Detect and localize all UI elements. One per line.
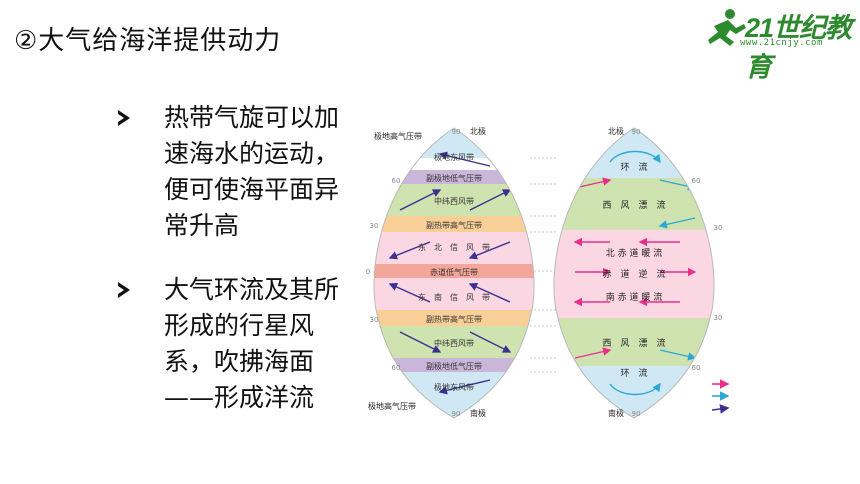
arrow-bullet-icon xyxy=(118,110,130,126)
bullet-list: 热带气旋可以加速海水的运动，便可使海平面异常升高 大气环流及其所形成的行星风系，… xyxy=(118,100,348,416)
current-label: 环 流 xyxy=(620,367,647,379)
current-label: 南 赤 道 暖 流 xyxy=(606,291,662,303)
lat-label: 90 xyxy=(452,128,461,136)
top-high-label: 极地高气压带 xyxy=(374,131,422,141)
right-globe xyxy=(553,128,715,418)
band-label: 副极地低气压带 xyxy=(426,361,482,371)
north-pole-label: 北极 xyxy=(608,126,624,136)
logo-runner-icon xyxy=(708,9,746,46)
current-label: 西 风 漂 流 xyxy=(602,199,665,211)
lat-label: 90 xyxy=(632,128,641,136)
slide-title: ②大气给海洋提供动力 xyxy=(14,26,282,56)
band-label: 极地东风带 xyxy=(434,382,474,392)
bullet-text: 热带气旋可以加速海水的运动，便可使海平面异常升高 xyxy=(164,103,340,240)
logo-brand: 21世纪教育 xyxy=(745,13,852,82)
band-label: 副热带高气压带 xyxy=(426,314,482,324)
current-label: 环 流 xyxy=(620,161,647,173)
bottom-high-label: 极地高气压带 xyxy=(368,401,416,411)
lat-label: 30 xyxy=(370,316,379,324)
band-label: 副热带高气压带 xyxy=(426,220,482,230)
band-label: 中纬西风带 xyxy=(434,338,474,348)
bullet-text: 大气环流及其所形成的行星风系，吹拂海面——形成洋流 xyxy=(164,275,340,412)
logo-url: www.21cnjy.com xyxy=(740,38,823,48)
lat-label: 60 xyxy=(692,177,701,185)
wind-legend-icon xyxy=(711,404,730,414)
legend xyxy=(711,379,730,414)
current-label: 赤 道 逆 流 xyxy=(602,268,665,280)
bullet-item: 大气环流及其所形成的行星风系，吹拂海面——形成洋流 xyxy=(118,272,348,416)
lat-label: 30 xyxy=(714,224,723,232)
band-label: 中纬西风带 xyxy=(434,196,474,206)
lat-label: 0 xyxy=(366,268,370,276)
band-label: 东 北 信 风 带 xyxy=(418,242,490,252)
south-pole-label: 南极 xyxy=(608,408,624,418)
lat-label: 30 xyxy=(370,222,379,230)
band-label: 赤道低气压带 xyxy=(430,267,478,277)
band-label: 极地东风带 xyxy=(434,152,474,162)
north-pole-label: 北极 xyxy=(470,126,486,136)
lat-label: 30 xyxy=(714,314,723,322)
band-label: 副极地低气压带 xyxy=(426,173,482,183)
lat-label: 60 xyxy=(392,364,401,372)
south-pole-label: 南极 xyxy=(470,408,486,418)
bullet-item: 热带气旋可以加速海水的运动，便可使海平面异常升高 xyxy=(118,100,348,244)
wind-current-diagram: 极地东风带 副极地低气压带 中纬西风带 副热带高气压带 东 北 信 风 带 赤道… xyxy=(366,126,730,419)
current-label: 北 赤 道 暖 流 xyxy=(606,247,662,259)
lat-label: 90 xyxy=(632,410,641,418)
lat-label: 60 xyxy=(692,364,701,372)
band-label: 东 南 信 风 带 xyxy=(418,292,490,302)
current-label: 西 风 漂 流 xyxy=(602,337,665,349)
lat-label: 60 xyxy=(392,177,401,185)
arrow-bullet-icon xyxy=(118,282,130,298)
lat-label: 90 xyxy=(452,410,461,418)
